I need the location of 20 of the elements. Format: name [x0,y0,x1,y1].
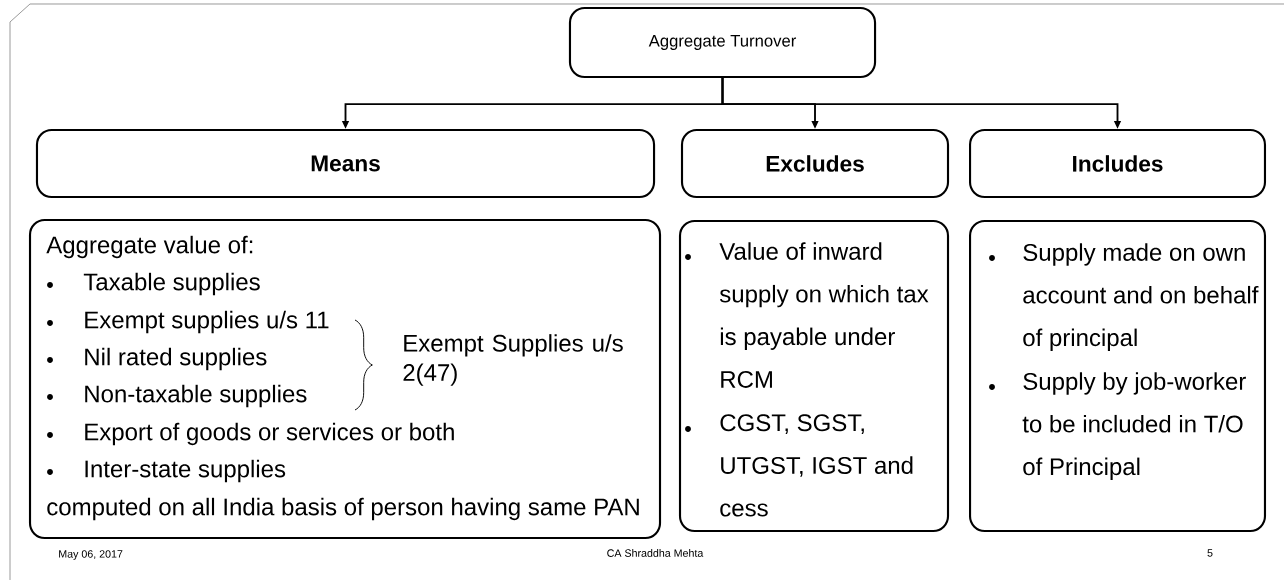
bullet-item: Value of inward supply on which tax is payable under RCM [685,242,929,388]
bullet-item: Supply by job-worker to be included in T/O of Principal [989,372,1246,480]
bullet-item: Exempt supplies u/s 11 [47,310,329,334]
bullet-item: Taxable supplies [47,272,260,296]
category-box: Means [35,128,656,199]
footer-text: CA Shraddha Mehta [607,549,704,557]
bullet-item: Export of goods or services or both [47,422,454,446]
footer-text: 5 [1207,549,1213,557]
footer-text: May 06, 2017 [59,550,123,560]
brace-label: Exempt Supplies u/s 2(47) [403,334,623,386]
category-box: Excludes [680,128,950,199]
bullet-item: Inter-state supplies [47,459,286,483]
text-line: computed on all India basis of person having same PAN [47,497,639,521]
bullet-item: Supply made on own account and on behalf of principal [989,243,1259,351]
bullet-item: Non-taxable supplies [47,384,307,408]
category-box: Includes [968,128,1267,199]
bullet-item: CGST, SGST, UTGST, IGST and cess [685,414,913,517]
bullet-item: Nil rated supplies [47,347,267,371]
text-line: Aggregate value of: [46,235,253,259]
title-box: Aggregate Turnover [568,6,877,79]
